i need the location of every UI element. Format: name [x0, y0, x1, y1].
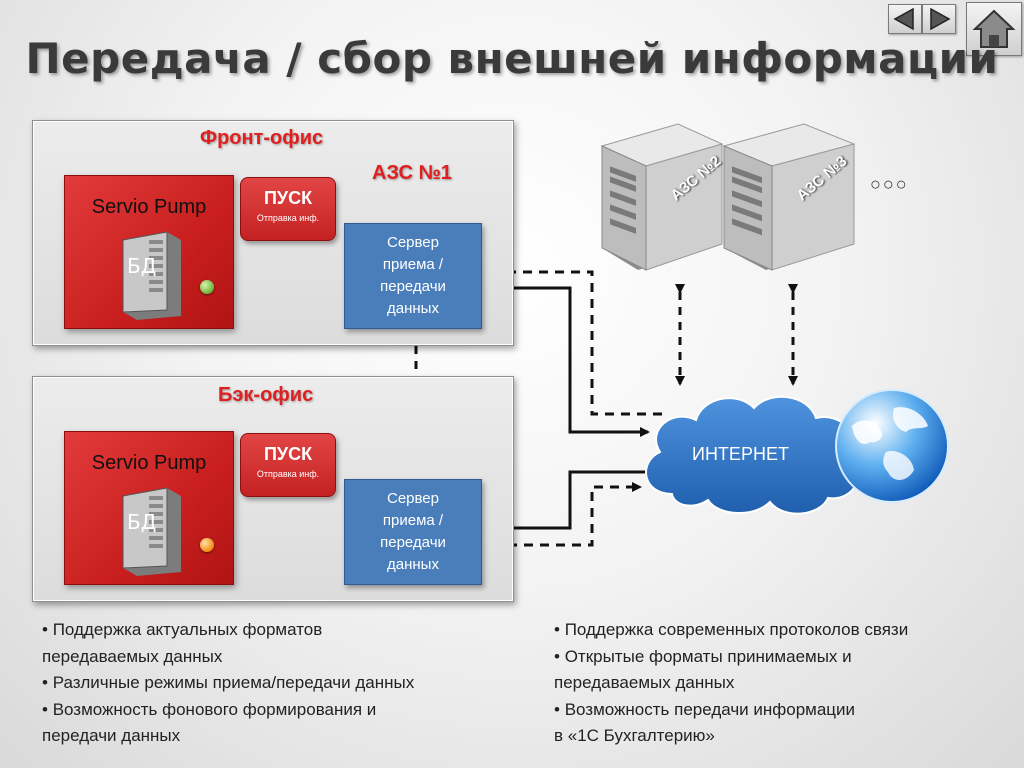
product-name: Servio Pump: [91, 196, 207, 218]
prev-slide-button[interactable]: [888, 4, 922, 34]
front-office-heading: Фронт-офис: [200, 127, 324, 149]
start-label: ПУСК: [263, 444, 313, 464]
bullet-item-cont: передачи данных: [42, 726, 181, 745]
home-icon: [972, 9, 1016, 48]
bullet-item: Поддержка актуальных форматов: [42, 617, 532, 644]
station-3-server-icon: [722, 123, 856, 271]
db-label: БД: [127, 510, 157, 534]
next-slide-button[interactable]: [922, 4, 956, 34]
bullet-item: Возможность фонового формирования и: [42, 697, 532, 724]
status-dot-orange: [200, 538, 214, 552]
bullet-item: Возможность передачи информации: [554, 697, 1014, 724]
more-stations-indicator: ○○○: [870, 174, 909, 194]
server-tower-icon: [122, 231, 181, 320]
start-button-back[interactable]: ПУСК Отправка инф.: [240, 433, 336, 497]
server-line3: передачи: [380, 534, 446, 551]
start-sub-label: Отправка инф.: [256, 469, 320, 479]
server-line3: передачи: [380, 278, 446, 295]
bullet-item-cont: передаваемых данных: [554, 673, 735, 692]
server-line4: данных: [387, 556, 439, 573]
bullet-item: Поддержка современных протоколов связи: [554, 617, 1014, 644]
start-button-front[interactable]: ПУСК Отправка инф.: [240, 177, 336, 241]
back-data-server: Сервер приема / передачи данных: [344, 479, 482, 585]
bullets-right: Поддержка современных протоколов связи О…: [554, 617, 1014, 750]
internet-label: ИНТЕРНЕТ: [692, 444, 789, 464]
back-office-heading: Бэк-офис: [218, 384, 314, 406]
server-line4: данных: [387, 300, 439, 317]
bullet-item-cont: передаваемых данных: [42, 646, 223, 666]
status-dot-green: [200, 280, 214, 294]
start-label: ПУСК: [263, 188, 313, 208]
front-data-server: Сервер приема / передачи данных: [344, 223, 482, 329]
page-title: Передача / сбор внешней информации: [25, 34, 999, 83]
servio-pump-front-box: Servio Pump БД: [64, 175, 234, 329]
server-line1: Сервер: [386, 490, 439, 507]
globe-icon: [835, 389, 949, 503]
next-icon: [930, 7, 951, 31]
home-button[interactable]: [966, 2, 1022, 56]
server-line1: Сервер: [386, 234, 439, 251]
db-label: БД: [127, 254, 157, 278]
prev-icon: [893, 7, 914, 31]
product-name: Servio Pump: [91, 452, 207, 474]
server-tower-icon: [122, 487, 181, 576]
bullet-item-cont: в «1С Бухгалтерию»: [554, 726, 715, 745]
bullet-item: Открытые форматы принимаемых и: [554, 644, 1014, 671]
internet-cloud-icon: [645, 395, 860, 515]
start-sub-label: Отправка инф.: [256, 213, 320, 223]
server-line2: приема /: [382, 512, 444, 529]
servio-pump-back-box: Servio Pump БД: [64, 431, 234, 585]
bullet-item: Различные режимы приема/передачи данных: [42, 670, 532, 697]
server-line2: приема /: [382, 256, 444, 273]
bullets-left: Поддержка актуальных форматов передаваем…: [42, 617, 532, 750]
station-2-server-icon: [600, 123, 724, 271]
station-1-label: АЗС №1: [372, 162, 452, 184]
